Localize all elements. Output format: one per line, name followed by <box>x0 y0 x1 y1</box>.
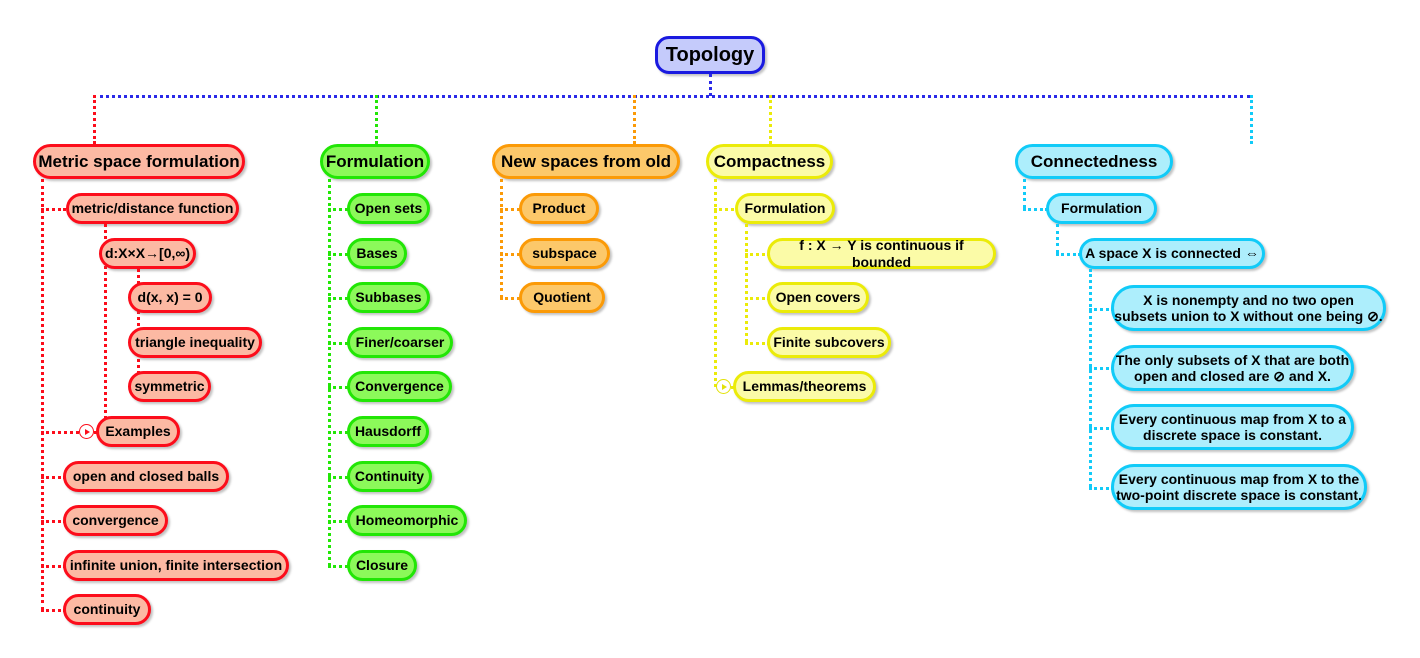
connector-metric-stub-1 <box>41 208 66 211</box>
node-formulation-open-sets[interactable]: Open sets <box>347 193 430 224</box>
connector-connectedness-sub2-stub-2 <box>1089 367 1114 370</box>
node-compactness-finite-subcovers[interactable]: Finite subcovers <box>767 327 891 358</box>
node-formulation-subbases[interactable]: Subbases <box>347 282 430 313</box>
node-connectedness-statement-4[interactable]: Every continuous map from X to the two-p… <box>1111 464 1367 510</box>
connector-metric-stub-5 <box>41 565 66 568</box>
connector-connectedness-trunk <box>1023 179 1026 208</box>
connector-metric-stub-3 <box>41 476 66 479</box>
connector-metric-sub-trunk <box>104 224 107 431</box>
node-metric-triangle-inequality[interactable]: triangle inequality <box>128 327 262 358</box>
node-formulation-finer-coarser[interactable]: Finer/coarser <box>347 327 453 358</box>
node-formulation-hausdorff[interactable]: Hausdorff <box>347 416 429 447</box>
connector-drop-connectedness <box>1250 95 1253 144</box>
connector-formulation-trunk <box>328 179 331 566</box>
node-formulation[interactable]: Formulation <box>320 144 430 179</box>
connector-formulation-stub-1 <box>328 208 353 211</box>
node-formulation-convergence[interactable]: Convergence <box>347 371 452 402</box>
connector-new-spaces-stub-3 <box>500 297 525 300</box>
node-new-spaces-from-old[interactable]: New spaces from old <box>492 144 680 179</box>
connector-metric-stub-6 <box>41 609 66 612</box>
node-connectedness-statement-1[interactable]: X is nonempty and no two open subsets un… <box>1111 285 1386 331</box>
connector-root-stem <box>709 74 712 96</box>
connector-compactness-sub-stub-3 <box>745 342 770 345</box>
node-metric-dxx[interactable]: d:X×X→[0,∞) <box>99 238 196 269</box>
connector-compactness-trunk <box>714 179 717 387</box>
node-metric-symmetric[interactable]: symmetric <box>128 371 211 402</box>
connector-formulation-stub-2 <box>328 253 353 256</box>
connector-root-bus <box>93 95 1250 98</box>
node-compactness[interactable]: Compactness <box>706 144 833 179</box>
node-formulation-homeomorphic[interactable]: Homeomorphic <box>347 505 467 536</box>
node-new-spaces-quotient[interactable]: Quotient <box>519 282 605 313</box>
node-formulation-bases[interactable]: Bases <box>347 238 407 269</box>
connector-formulation-stub-6 <box>328 431 353 434</box>
node-metric-convergence[interactable]: convergence <box>63 505 168 536</box>
connector-metric-stub-4 <box>41 520 66 523</box>
node-compactness-continuous-if-bounded[interactable]: f : X → Y is continuous if bounded <box>767 237 996 270</box>
connector-connectedness-sub2-stub-4 <box>1089 487 1114 490</box>
node-metric-infinite-union[interactable]: infinite union, finite intersection <box>63 550 289 581</box>
expand-icon-lemmas-theorems[interactable] <box>716 379 731 394</box>
node-metric-examples[interactable]: Examples <box>96 416 180 447</box>
node-connectedness-statement-3[interactable]: Every continuous map from X to a discret… <box>1111 404 1354 450</box>
connector-connectedness-sub2-trunk <box>1089 269 1092 487</box>
connector-drop-formulation <box>375 95 378 144</box>
connector-compactness-sub-trunk <box>745 224 748 342</box>
node-metric-distance-function[interactable]: metric/distance function <box>66 193 239 224</box>
connector-formulation-stub-3 <box>328 297 353 300</box>
connector-connectedness-stub-1 <box>1023 208 1048 211</box>
node-connectedness[interactable]: Connectedness <box>1015 144 1173 179</box>
connector-new-spaces-stub-1 <box>500 208 525 211</box>
node-compactness-formulation[interactable]: Formulation <box>735 193 835 224</box>
node-connectedness-formulation[interactable]: Formulation <box>1046 193 1157 224</box>
connector-compactness-sub-stub-2 <box>745 297 770 300</box>
node-compactness-lemmas-theorems[interactable]: Lemmas/theorems <box>733 371 876 402</box>
connector-new-spaces-trunk <box>500 179 503 298</box>
connector-formulation-stub-8 <box>328 520 353 523</box>
connector-drop-new-spaces <box>633 95 636 144</box>
connector-formulation-stub-9 <box>328 565 353 568</box>
node-new-spaces-product[interactable]: Product <box>519 193 599 224</box>
connector-formulation-stub-7 <box>328 476 353 479</box>
node-connectedness-space-x-connected[interactable]: A space X is connected ⇔ <box>1079 238 1265 269</box>
node-new-spaces-subspace[interactable]: subspace <box>519 238 610 269</box>
connector-connectedness-sub2-stub-3 <box>1089 427 1114 430</box>
expand-icon-examples[interactable] <box>79 424 94 439</box>
connector-metric-trunk <box>41 179 44 610</box>
node-metric-open-closed-balls[interactable]: open and closed balls <box>63 461 229 492</box>
node-metric-space-formulation[interactable]: Metric space formulation <box>33 144 245 179</box>
node-metric-dxx-zero[interactable]: d(x, x) = 0 <box>128 282 212 313</box>
connector-connectedness-sub2-stub-1 <box>1089 308 1114 311</box>
node-formulation-continuity[interactable]: Continuity <box>347 461 432 492</box>
node-metric-continuity[interactable]: continuity <box>63 594 151 625</box>
connector-drop-metric <box>93 95 96 144</box>
connector-formulation-stub-5 <box>328 386 353 389</box>
connector-drop-compactness <box>769 95 772 144</box>
connector-formulation-stub-4 <box>328 342 353 345</box>
connector-new-spaces-stub-2 <box>500 253 525 256</box>
node-formulation-closure[interactable]: Closure <box>347 550 417 581</box>
connector-connectedness-sub-stub-1 <box>1056 253 1081 256</box>
node-root-topology[interactable]: Topology <box>655 36 765 74</box>
connector-metric-stub-2 <box>41 431 79 434</box>
connector-connectedness-sub-trunk <box>1056 224 1059 253</box>
connector-compactness-sub-stub-1 <box>745 253 770 256</box>
connector-compactness-stub-1 <box>714 208 739 211</box>
node-compactness-open-covers[interactable]: Open covers <box>767 282 869 313</box>
node-connectedness-statement-2[interactable]: The only subsets of X that are both open… <box>1111 345 1354 391</box>
